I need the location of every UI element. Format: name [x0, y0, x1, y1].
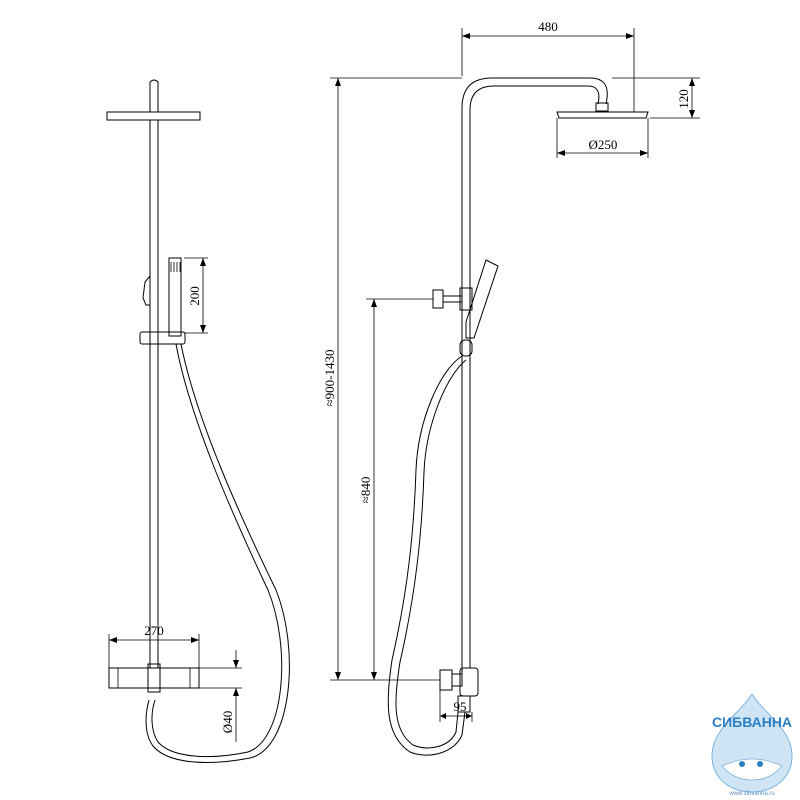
front-hand-shower	[168, 257, 182, 337]
dim-total-height: ≈900-1430	[322, 77, 462, 681]
dim-holder-height: ≈840	[358, 298, 433, 680]
side-shower-head	[556, 111, 649, 119]
side-riser-pipe-inner	[469, 85, 600, 668]
holder-height-label: ≈840	[358, 477, 373, 504]
logo-url: www.sibvanna.ru	[728, 791, 774, 797]
side-wall-bracket	[432, 287, 473, 311]
sibvanna-logo: СИБВАННА www.sibvanna.ru	[711, 692, 793, 797]
front-shower-head-plate	[106, 111, 201, 121]
front-wall-bracket	[142, 275, 151, 306]
side-mixer-outlet	[439, 667, 479, 713]
side-head-connector	[595, 102, 609, 112]
side-slider	[459, 339, 473, 357]
side-view: 480 120 Ø250 ≈900-1430	[322, 19, 700, 756]
logo-name: СИБВАННА	[712, 714, 792, 730]
front-hose-inner	[145, 343, 290, 763]
dim-outlet-offset: 95	[439, 690, 473, 722]
front-slider-holder	[139, 331, 186, 345]
handshower-length-label: 200	[187, 286, 202, 306]
front-view: 200 270 Ø40	[106, 79, 290, 763]
head-diameter-label: Ø250	[589, 137, 618, 152]
front-head-connector	[149, 79, 159, 112]
mixer-width-label: 270	[144, 623, 164, 638]
dim-head-arm: 480	[461, 19, 635, 112]
dim-handshower-length: 200	[184, 257, 208, 334]
total-height-label: ≈900-1430	[322, 350, 337, 407]
dim-mixer-width: 270	[108, 623, 200, 668]
side-hand-shower	[465, 259, 499, 339]
head-drop-label: 120	[676, 89, 691, 109]
head-arm-label: 480	[538, 19, 558, 34]
dim-mixer-diameter: Ø40	[199, 650, 242, 742]
front-thermostat-mixer	[108, 667, 200, 689]
dim-head-diameter: Ø250	[556, 118, 649, 158]
front-hose-outer	[151, 343, 283, 758]
side-riser-pipe-outer	[461, 77, 608, 680]
dim-head-drop: 120	[612, 77, 700, 119]
side-hose-outer	[387, 355, 466, 756]
side-hose-inner	[395, 359, 467, 749]
mixer-diameter-label: Ø40	[220, 711, 235, 733]
outlet-offset-label: 95	[454, 699, 467, 714]
